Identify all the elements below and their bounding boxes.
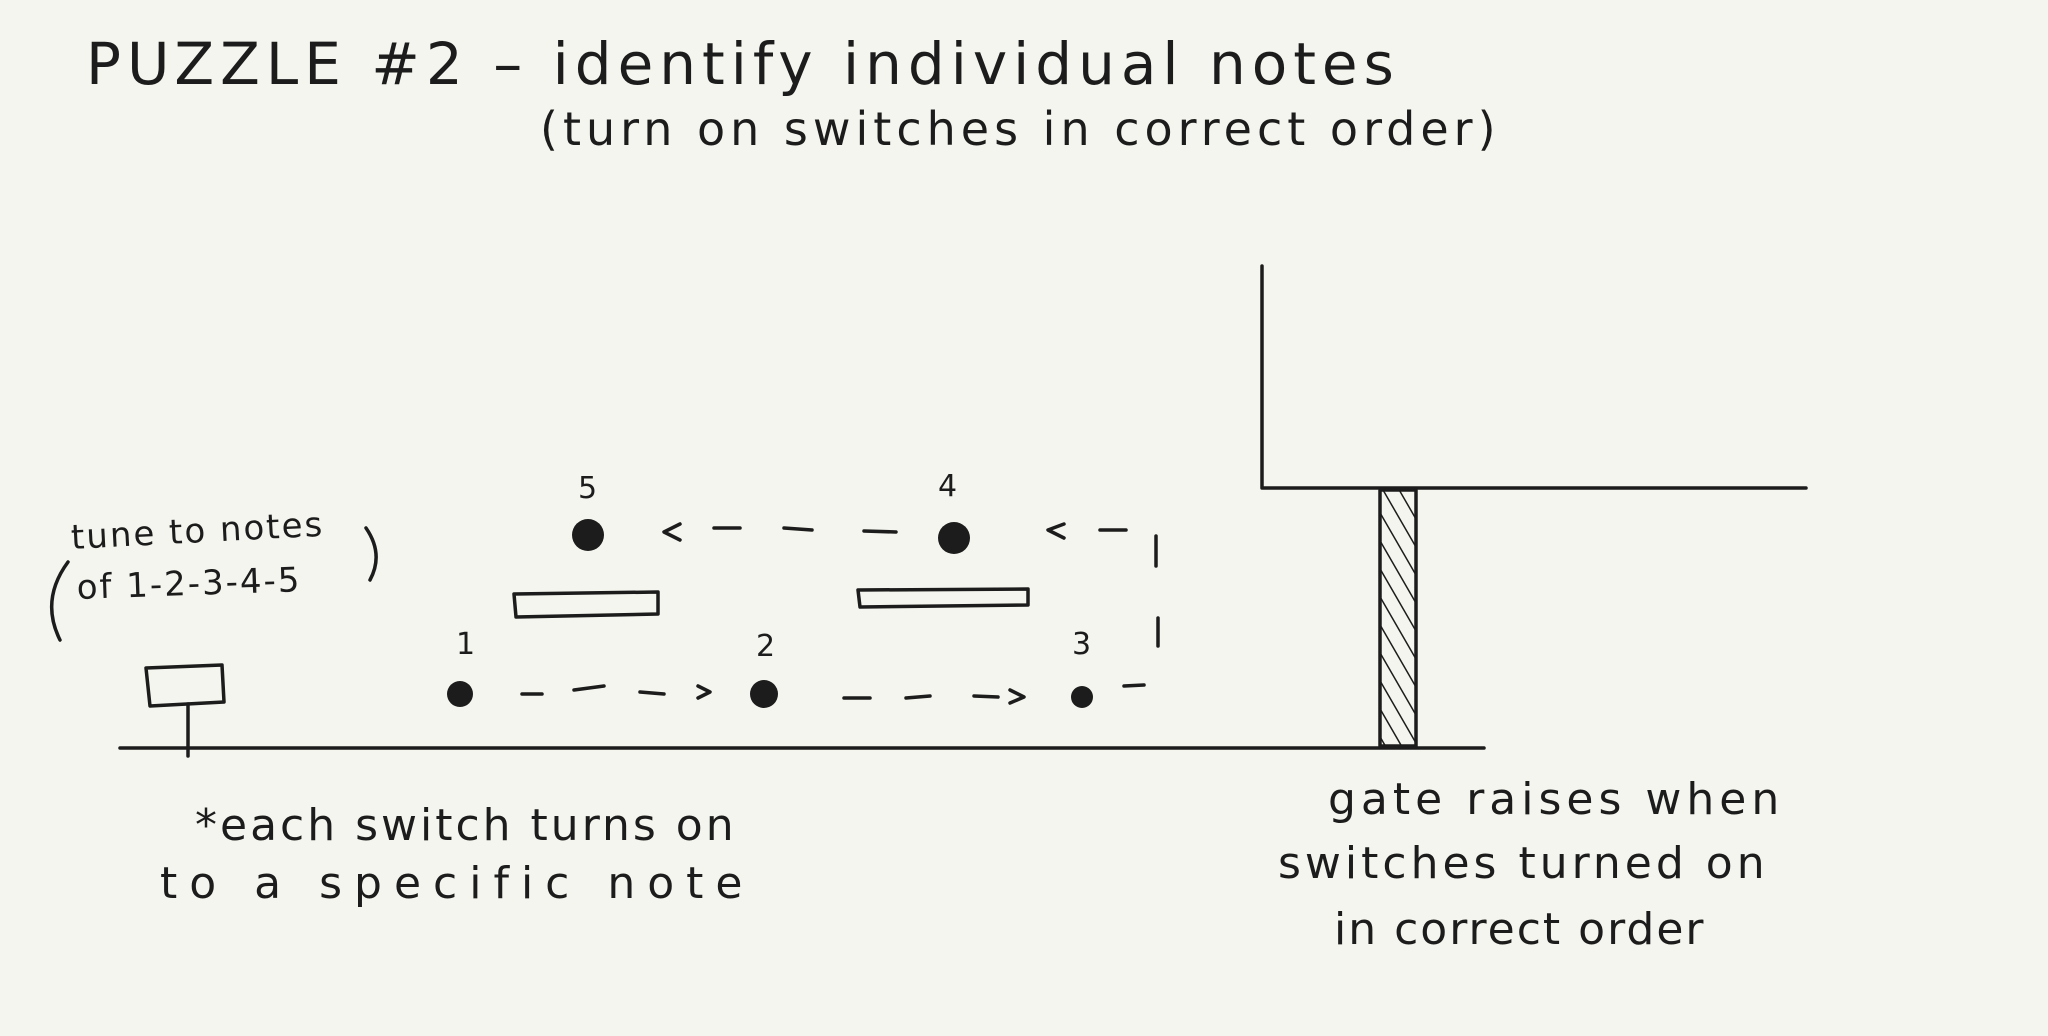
gate-bars: [1378, 488, 1418, 748]
gate-note-line2: switches turned on: [1278, 838, 1769, 889]
tune-note-bracket-left: [49, 560, 70, 642]
path-3-to-4: [1046, 522, 1160, 688]
switch-2-number: 2: [756, 629, 775, 664]
tune-note-bracket-right: [364, 526, 378, 582]
switch-1-number: 1: [456, 627, 475, 662]
puzzle-title: PUZZLE #2 – identify individual notes: [86, 30, 1400, 98]
path-1-to-2: [520, 684, 712, 700]
gate-note-line3: in correct order: [1334, 904, 1706, 955]
switch-4-number: 4: [938, 469, 957, 504]
switch-note-line1: *each switch turns on: [195, 800, 737, 851]
path-4-to-5: [662, 522, 898, 542]
platform-right: [856, 587, 1030, 609]
switch-1: [447, 681, 473, 707]
puzzle-subtitle: (turn on switches in correct order): [540, 102, 1501, 156]
tuning-sign-icon: [144, 663, 226, 758]
switch-3-number: 3: [1072, 627, 1091, 662]
switch-5: [572, 519, 604, 551]
gate-note-line1: gate raises when: [1328, 774, 1785, 825]
switch-3: [1071, 686, 1093, 708]
platform-left: [512, 590, 660, 619]
wall-structure: [1260, 264, 1808, 490]
switch-5-number: 5: [578, 471, 597, 506]
switch-2: [750, 680, 778, 708]
switch-4: [938, 522, 970, 554]
path-2-to-3: [842, 688, 1026, 705]
switch-note-line2: to a specific note: [160, 858, 755, 909]
